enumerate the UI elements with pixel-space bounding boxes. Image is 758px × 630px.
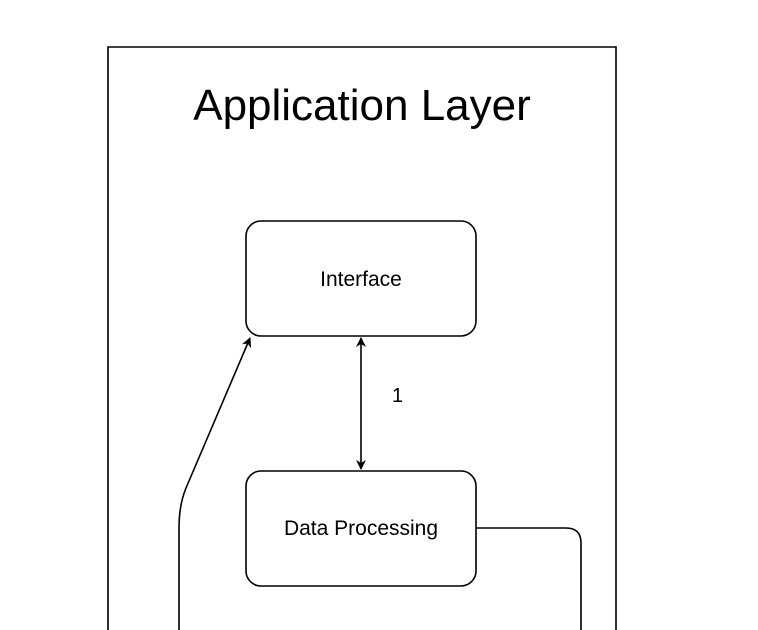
container-title: Application Layer <box>193 81 531 130</box>
application-layer-container <box>107 46 617 630</box>
connector-label: 1 <box>392 385 404 407</box>
interface-node-label: Interface <box>320 268 402 291</box>
interface-node[interactable] <box>245 220 477 337</box>
data-processing-node-label: Data Processing <box>283 517 439 540</box>
processing-outgoing-connector <box>476 527 582 630</box>
loop-to-interface-connector <box>178 337 252 630</box>
